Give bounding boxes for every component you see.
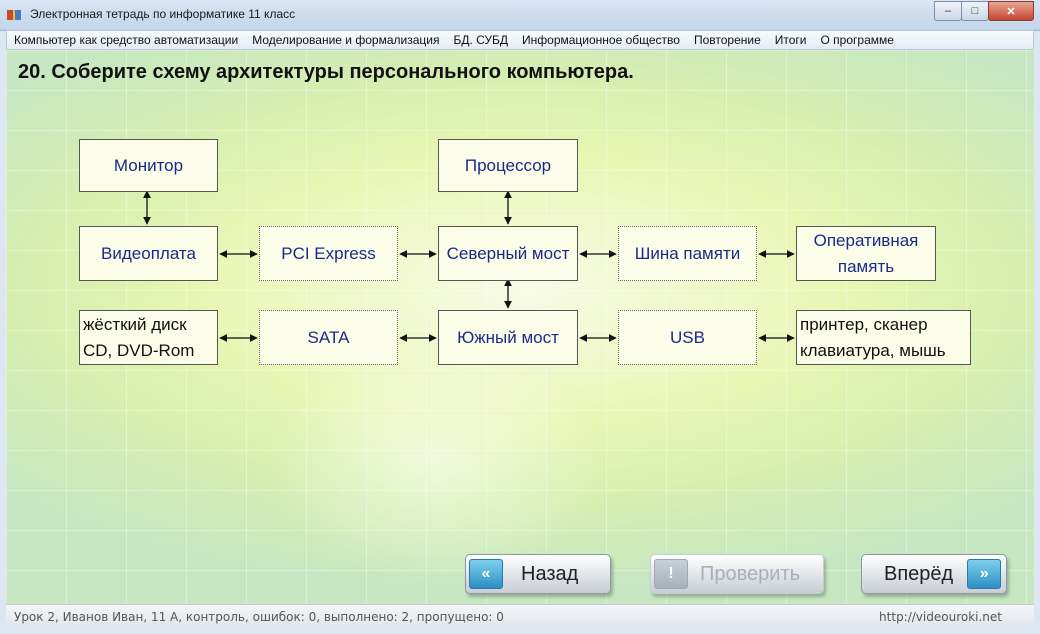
menu-item-info-society[interactable]: Информационное общество (522, 33, 680, 47)
videocard-box[interactable]: Видеоплата (79, 226, 218, 281)
next-button-label: Вперёд (884, 562, 954, 585)
check-button-label: Проверить (700, 562, 801, 585)
ram-label: Оперативная память (813, 230, 919, 276)
status-bar: Урок 2, Иванов Иван, 11 А, контроль, оши… (6, 604, 1034, 629)
exclamation-icon: ! (654, 559, 688, 589)
minimize-button[interactable]: – (934, 1, 962, 21)
storage-box[interactable]: жёсткий диск CD, DVD-Rom (79, 310, 218, 365)
sata-label: SATA (307, 327, 350, 347)
menu-bar: Компьютер как средство автоматизации Мод… (6, 30, 1034, 50)
double-chevron-right-icon: » (967, 559, 1002, 589)
northbridge-box[interactable]: Северный мост (438, 226, 578, 281)
usb-label: USB (670, 327, 705, 347)
northbridge-label: Северный мост (446, 243, 570, 263)
pci-express-slot[interactable]: PCI Express (259, 226, 398, 281)
southbridge-box[interactable]: Южный мост (438, 310, 578, 365)
check-button[interactable]: ! Проверить (650, 554, 824, 594)
close-button[interactable]: ✕ (988, 1, 1034, 21)
peripherals-box[interactable]: принтер, сканер клавиатура, мышь (796, 310, 971, 365)
monitor-label: Монитор (113, 155, 184, 175)
menu-item-review[interactable]: Повторение (693, 33, 761, 47)
ram-box[interactable]: Оперативная память (796, 226, 936, 281)
southbridge-label: Южный мост (457, 327, 559, 347)
exercise-area: 20. Соберите схему архитектуры персональ… (6, 50, 1034, 604)
memory-bus-label: Шина памяти (634, 243, 741, 263)
window-controls: – □ ✕ (934, 1, 1034, 21)
menu-item-results[interactable]: Итоги (774, 33, 807, 47)
status-info: Урок 2, Иванов Иван, 11 А, контроль, оши… (14, 610, 504, 624)
pci-express-label: PCI Express (281, 243, 376, 263)
double-chevron-left-icon: « (469, 559, 503, 589)
menu-item-modeling[interactable]: Моделирование и формализация (252, 33, 440, 47)
back-button[interactable]: « Назад (465, 554, 611, 594)
menu-item-databases[interactable]: БД. СУБД (453, 33, 509, 47)
app-icon (7, 10, 21, 20)
question-title: 20. Соберите схему архитектуры персональ… (18, 61, 634, 83)
monitor-box[interactable]: Монитор (79, 139, 218, 192)
storage-label-line2: CD, DVD-Rom (83, 340, 195, 360)
maximize-button[interactable]: □ (961, 1, 989, 21)
title-bar: Электронная тетрадь по информатике 11 кл… (0, 0, 1040, 31)
videocard-label: Видеоплата (101, 243, 196, 263)
memory-bus-slot[interactable]: Шина памяти (618, 226, 757, 281)
usb-slot[interactable]: USB (618, 310, 757, 365)
back-button-label: Назад (521, 562, 579, 585)
processor-label: Процессор (464, 155, 552, 175)
peripherals-label-line2: клавиатура, мышь (800, 340, 946, 360)
menu-item-about[interactable]: О программе (820, 33, 894, 47)
processor-box[interactable]: Процессор (438, 139, 578, 192)
peripherals-label-line1: принтер, сканер (800, 314, 928, 334)
storage-label-line1: жёсткий диск (83, 314, 187, 334)
sata-slot[interactable]: SATA (259, 310, 398, 365)
menu-item-automation[interactable]: Компьютер как средство автоматизации (14, 33, 239, 47)
window-title: Электронная тетрадь по информатике 11 кл… (30, 7, 296, 21)
status-url[interactable]: http://videouroki.net (879, 610, 1002, 624)
diagram-connectors (143, 190, 795, 342)
next-button[interactable]: Вперёд » (861, 554, 1007, 594)
